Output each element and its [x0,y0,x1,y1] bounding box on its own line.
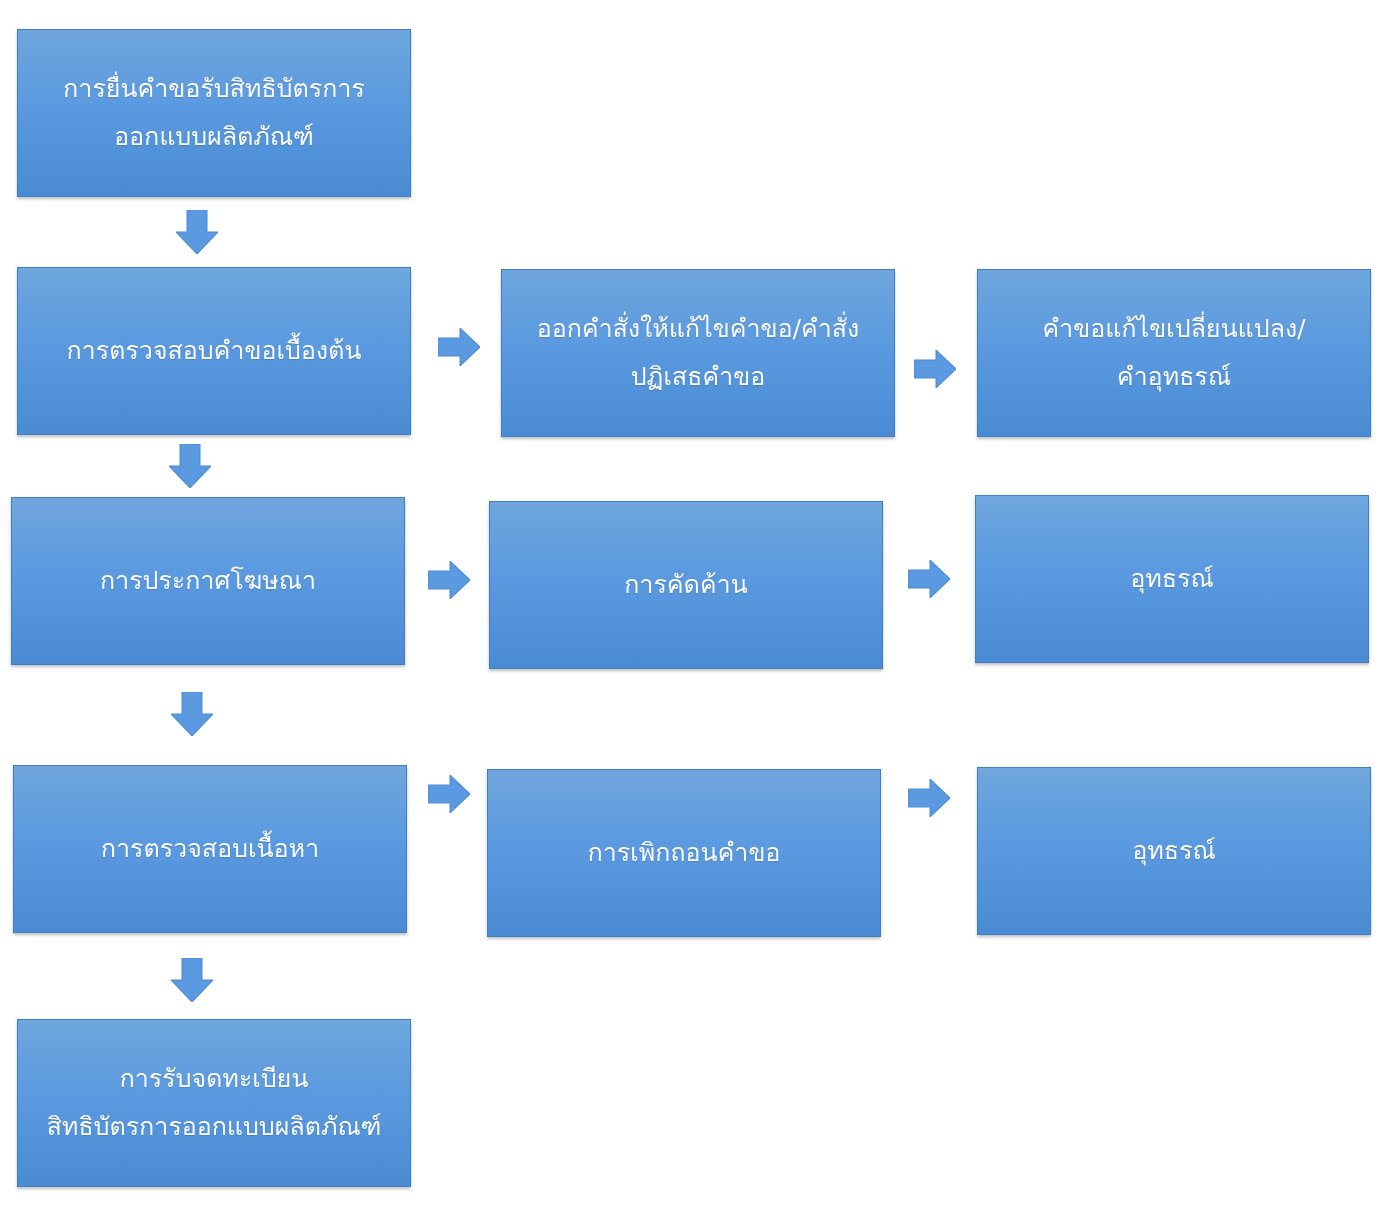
arrow-right-icon [428,561,470,599]
node-appeal-2: อุทธรณ์ [977,767,1371,935]
arrow-right-icon [908,560,950,598]
node-publication-label: การประกาศโฆษณา [99,566,317,595]
node-substantive-exam-label: การตรวจสอบเนื้อหา [100,834,320,863]
node-registration-label: การรับจดทะเบียน สิทธิบัตรการออกแบบผลิตภั… [46,1064,382,1141]
node-withdrawal-label: การเพิกถอนคำขอ [587,838,781,867]
node-appeal-1: อุทธรณ์ [975,495,1369,663]
node-order-amend-label: ออกคำสั่งให้แก้ไขคำขอ/คำสั่ง ปฏิเสธคำขอ [536,314,860,391]
node-appeal-2-label: อุทธรณ์ [1132,836,1216,865]
node-registration: การรับจดทะเบียน สิทธิบัตรการออกแบบผลิตภั… [17,1019,411,1187]
node-preliminary-exam: การตรวจสอบคำขอเบื้องต้น [17,267,411,435]
node-preliminary-exam-label: การตรวจสอบคำขอเบื้องต้น [66,336,362,365]
arrow-right-icon [908,779,950,817]
node-amend-request-label: คำขอแก้ไขเปลี่ยนแปลง/ คำอุทธรณ์ [1042,314,1306,391]
arrow-right-icon [428,775,470,813]
node-publication: การประกาศโฆษณา [11,497,405,665]
node-withdrawal: การเพิกถอนคำขอ [487,769,881,937]
arrow-right-icon [914,350,956,388]
node-amend-request: คำขอแก้ไขเปลี่ยนแปลง/ คำอุทธรณ์ [977,269,1371,437]
arrow-right-icon [438,328,480,366]
arrow-down-icon [176,210,218,254]
node-substantive-exam: การตรวจสอบเนื้อหา [13,765,407,933]
node-opposition-label: การคัดค้าน [624,570,748,599]
node-appeal-1-label: อุทธรณ์ [1130,564,1214,593]
arrow-down-icon [171,692,213,736]
node-order-amend: ออกคำสั่งให้แก้ไขคำขอ/คำสั่ง ปฏิเสธคำขอ [501,269,895,437]
arrow-down-icon [169,444,211,488]
node-filing: การยื่นคำขอรับสิทธิบัตรการ ออกแบบผลิตภัณ… [17,29,411,197]
node-opposition: การคัดค้าน [489,501,883,669]
node-filing-label: การยื่นคำขอรับสิทธิบัตรการ ออกแบบผลิตภัณ… [63,74,365,151]
arrow-down-icon [171,958,213,1002]
